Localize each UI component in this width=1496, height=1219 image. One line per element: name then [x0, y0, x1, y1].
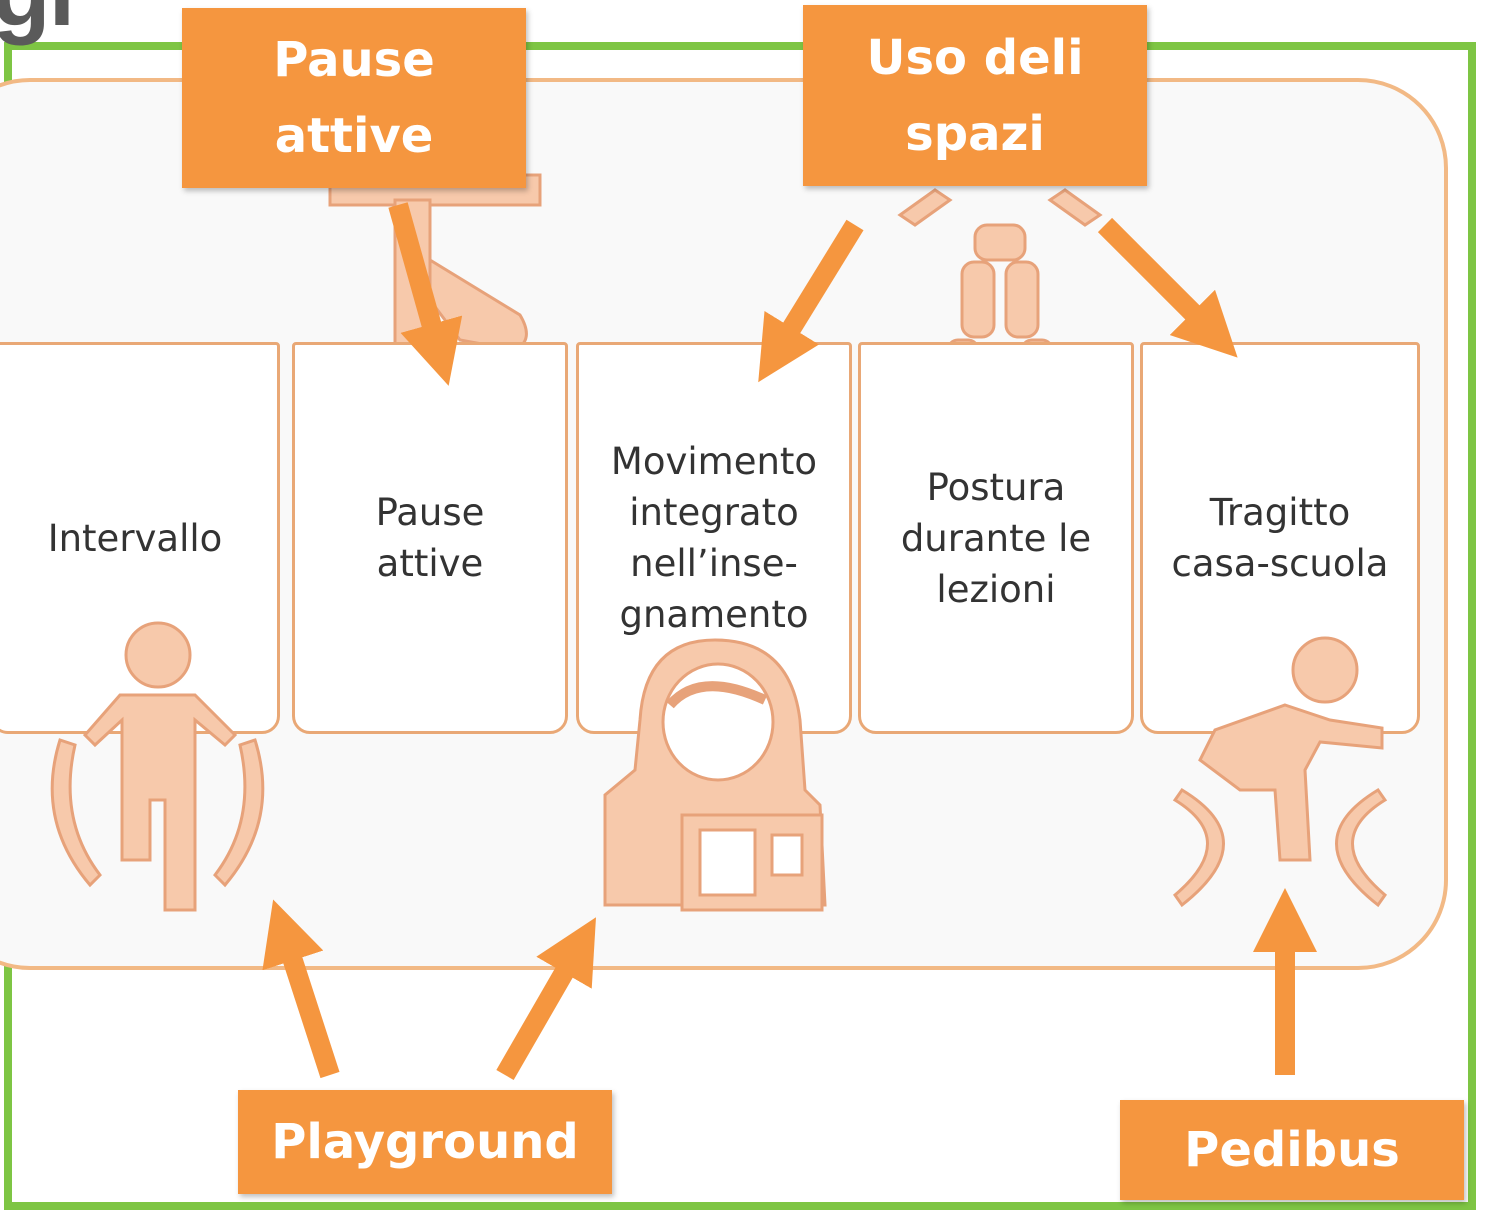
tile-postura: Postura durante le lezioni: [858, 342, 1134, 734]
callout-uso-spazi: Uso deli spazi: [803, 5, 1147, 186]
callout-pedibus: Pedibus: [1120, 1100, 1464, 1200]
tile-pause-attive-label: Pause attive: [375, 491, 485, 585]
tile-postura-label: Postura durante le lezioni: [900, 465, 1092, 611]
arrows: [262, 202, 1318, 1080]
arrow-playground-right: [496, 917, 596, 1080]
arrow-pause-attive: [388, 202, 463, 386]
callout-playground: Playground: [238, 1090, 612, 1194]
tile-pause-attive: Pause attive: [292, 342, 568, 734]
jump-rope-figure-icon: [50, 621, 265, 912]
cyclist-icon: [1172, 636, 1388, 908]
arrow-playground-left: [262, 899, 340, 1079]
tile-intervallo-label: Intervallo: [47, 516, 223, 560]
teacher-icon: [603, 638, 827, 912]
heading-fragment: gi: [0, 0, 75, 41]
tile-movimento-label: Movimento integrato nell’inse- gnamento: [610, 440, 818, 636]
arrow-uso-spazi-left: [758, 219, 864, 383]
callout-pause-attive: Pause attive: [182, 8, 526, 188]
tile-tragitto-label: Tragitto casa-scuola: [1171, 491, 1389, 585]
arrow-uso-spazi-right: [1097, 217, 1238, 358]
